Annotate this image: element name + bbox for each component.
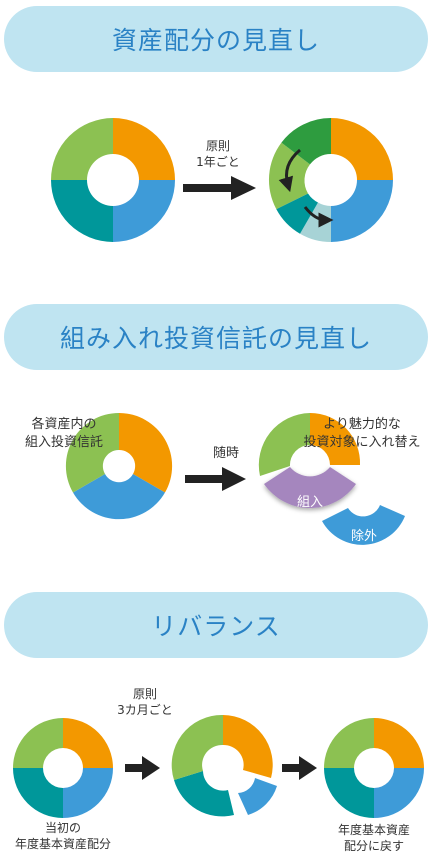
restored-allocation-label-1: 年度基本資産 (338, 822, 410, 837)
section-title-asset-allocation: 資産配分の見直し (4, 6, 428, 72)
donut-segment-teal (13, 768, 63, 818)
donut-segment-green (258, 413, 310, 476)
donut-segment-green (324, 718, 374, 768)
donut-segment-blue (374, 768, 424, 818)
arrow-label-annual-1: 原則 (206, 139, 230, 153)
arrow-label-quarterly-1: 原則 (133, 687, 157, 701)
right-arrow-icon (185, 467, 246, 491)
donut-initial-base-allocation (13, 718, 113, 818)
donut-segment-orange (310, 412, 361, 465)
donut-segment-blue (63, 768, 113, 818)
restored-allocation-label-2: 配分に戻す (344, 839, 404, 853)
donut-segment-green (13, 718, 63, 768)
donut-segment-green (171, 714, 223, 780)
donut-restored-allocation (324, 718, 424, 818)
donut-segment-teal (51, 180, 113, 242)
donut-segment-orange (63, 718, 113, 768)
donut-revised-allocation (268, 117, 393, 242)
initial-allocation-label-1: 当初の (45, 821, 81, 835)
donut-drifted-allocation (171, 714, 277, 817)
donut-segment-blue (73, 474, 165, 520)
donut-segment-orange (331, 118, 393, 180)
fund-holdings-label-2: 組入投資信託 (25, 434, 103, 450)
donut-segment-blue (331, 180, 393, 242)
donut-segment-dark-green (281, 117, 331, 165)
initial-allocation-label-2: 年度基本資産配分 (15, 836, 111, 851)
donut-initial-allocation (51, 118, 175, 242)
right-arrow-icon (183, 176, 256, 200)
fund-holdings-label-1: 各資産内の (31, 416, 96, 432)
donut-segment-teal (174, 771, 234, 817)
replacement-label-1: より魅力的な (323, 416, 401, 432)
donut-segment-orange (223, 715, 273, 778)
donut-segment-exclude (322, 505, 405, 545)
right-arrow-icon (282, 756, 317, 780)
donut-segment-light-teal (300, 202, 331, 242)
arrow-label-anytime: 随時 (213, 446, 239, 461)
exclude-label: 除外 (351, 529, 377, 544)
replacement-label-2: 投資対象に入れ替え (303, 434, 420, 450)
donut-fund-holdings (65, 412, 173, 520)
donut-segment-include (264, 467, 356, 509)
donut-segment-green (51, 118, 113, 180)
right-arrow-icon (125, 756, 160, 780)
donut-segment-teal (324, 768, 374, 818)
donut-fund-replacement (258, 412, 405, 545)
arrow-label-quarterly-2: 3カ月ごと (117, 702, 173, 717)
donut-segment-orange (119, 412, 173, 493)
arrow-label-annual-2: 1年ごと (196, 154, 240, 169)
section-title-rebalance: リバランス (4, 592, 428, 658)
section-title-fund-review: 組み入れ投資信託の見直し (4, 304, 428, 370)
donut-segment-green (65, 412, 119, 493)
donut-segment-blue (238, 778, 277, 815)
curved-arrow-icon (303, 206, 334, 228)
donut-segment-teal (276, 193, 318, 234)
donut-segment-orange (374, 718, 424, 768)
include-label: 組入 (297, 495, 323, 510)
donut-segment-orange (113, 118, 175, 180)
curved-arrow-icon (278, 148, 301, 193)
donut-segment-blue (113, 180, 175, 242)
